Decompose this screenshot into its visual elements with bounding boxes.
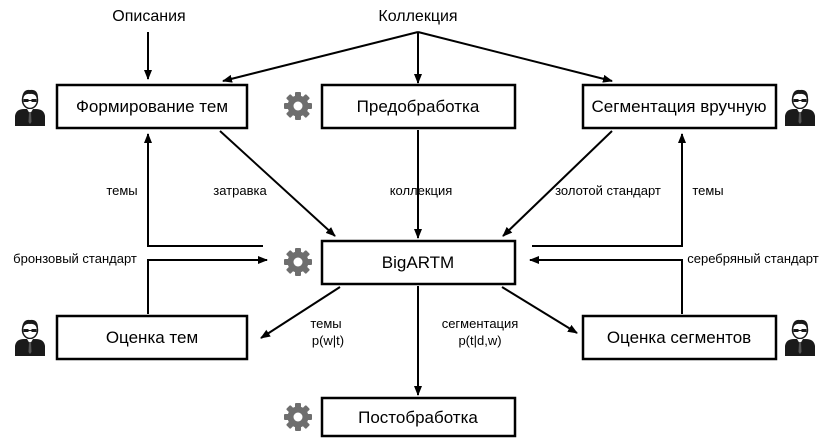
person-icon bbox=[14, 319, 46, 357]
edge-label-gold-standard: золотой стандарт bbox=[555, 183, 661, 198]
manual-segmentation-box: Сегментация вручную bbox=[581, 83, 778, 130]
arrow-bigartm-topics-to-topic-formation bbox=[144, 133, 263, 247]
person-icon bbox=[784, 89, 816, 127]
gear-icon bbox=[284, 403, 312, 431]
segment-evaluation-label: Оценка сегментов bbox=[607, 328, 751, 347]
person-icon bbox=[14, 89, 46, 127]
arrow-collection-to-manual-segmentation bbox=[417, 31, 613, 83]
edge-label-collection: коллекция bbox=[390, 183, 453, 198]
arrow-collection-to-topic-formation bbox=[222, 31, 419, 83]
edge-label-topics-left: темы bbox=[106, 183, 137, 198]
edge-label-silver-standard: серебряный стандарт bbox=[687, 251, 818, 266]
edge-label-segmentation-line2: p(t|d,w) bbox=[458, 333, 501, 348]
postprocessing-label: Постобработка bbox=[358, 408, 478, 427]
manual-segmentation-label: Сегментация вручную bbox=[592, 97, 767, 116]
preprocessing-box: Предобработка bbox=[320, 83, 517, 130]
preprocessing-label: Предобработка bbox=[357, 97, 480, 116]
topic-evaluation-label: Оценка тем bbox=[106, 328, 198, 347]
topic-evaluation-box: Оценка тем bbox=[55, 314, 249, 361]
arrow-bigartm-topics-to-manual-segmentation bbox=[532, 133, 686, 247]
collection-label: Коллекция bbox=[378, 8, 457, 25]
descriptions-label: Описания bbox=[112, 8, 185, 25]
edge-label-segmentation-line1: сегментация bbox=[442, 316, 519, 331]
edge-label-topics-pwt-line2: p(w|t) bbox=[312, 333, 344, 348]
edge-label-topics-pwt-line1: темы bbox=[310, 316, 341, 331]
segment-evaluation-box: Оценка сегментов bbox=[581, 314, 778, 361]
edge-label-bronze-standard: бронзовый стандарт bbox=[13, 251, 137, 266]
edge-label-topics-right: темы bbox=[692, 183, 723, 198]
arrow-bigartm-to-topic-evaluation bbox=[260, 286, 341, 339]
arrow-segment-evaluation-silver-to-bigartm bbox=[529, 256, 683, 314]
edge-label-seed: затравка bbox=[213, 183, 267, 198]
gear-icon bbox=[284, 92, 312, 120]
arrow-bigartm-to-segment-evaluation bbox=[501, 286, 578, 334]
arrow-topic-evaluation-bronze-to-bigartm bbox=[147, 256, 268, 314]
arrow-manual-segmentation-to-bigartm bbox=[502, 130, 613, 237]
bigartm-box: BigARTM bbox=[320, 239, 517, 286]
topic-formation-box: Формирование тем bbox=[55, 83, 249, 130]
postprocessing-box: Постобработка bbox=[320, 396, 517, 438]
bigartm-label: BigARTM bbox=[382, 253, 454, 272]
topic-formation-label: Формирование тем bbox=[76, 97, 228, 116]
gear-icon bbox=[284, 248, 312, 276]
person-icon bbox=[784, 319, 816, 357]
arrow-topic-formation-to-bigartm bbox=[219, 130, 336, 237]
